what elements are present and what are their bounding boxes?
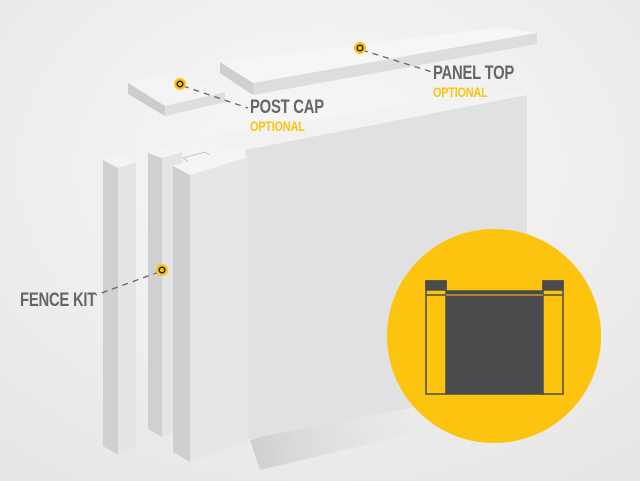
fence-kit-label: FENCE KIT [20, 290, 97, 311]
fence-post-left [103, 155, 136, 455]
floor-shadow [250, 390, 470, 470]
marker-post-cap-icon[interactable] [174, 78, 186, 90]
post-cap-optional-label: OPTIONAL [250, 118, 305, 134]
fence-badge-icon [387, 229, 601, 443]
marker-fence-kit-icon[interactable] [156, 264, 168, 276]
panel-top-label: PANEL TOP [433, 63, 515, 84]
panel-top-optional-label: OPTIONAL [433, 84, 488, 100]
panel-top-slab [220, 27, 537, 95]
leader-lines [95, 49, 433, 296]
marker-panel-top-icon[interactable] [354, 42, 366, 54]
post-cap-block [128, 73, 225, 116]
fence-post-front [173, 149, 248, 462]
post-cap-label: POST CAP [250, 97, 324, 118]
